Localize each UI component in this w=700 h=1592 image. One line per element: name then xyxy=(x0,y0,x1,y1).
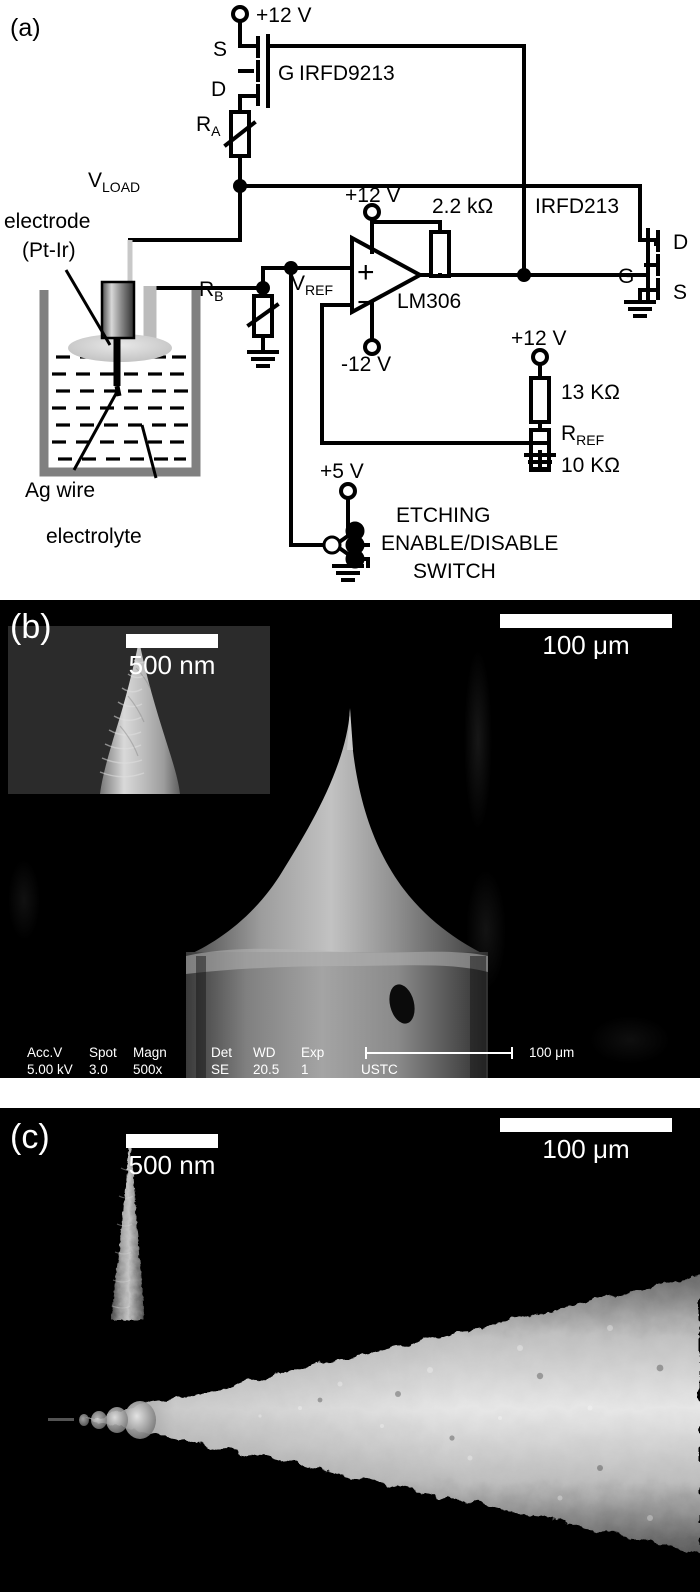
switch-contacts xyxy=(322,521,365,569)
switch-label-line1: ETCHING xyxy=(396,504,491,527)
electrochemical-cell xyxy=(39,240,201,479)
panel-b-main-scalebar-label: 100 μm xyxy=(542,630,630,660)
panel-b-main-scalebar: 100 μm xyxy=(500,614,672,660)
switch-label-line3: SWITCH xyxy=(413,560,496,583)
electrolyte-hatching xyxy=(52,355,188,461)
panel-b-main-scalebar-bar xyxy=(500,614,672,628)
panel-a-letter: (a) xyxy=(10,14,41,42)
panel-c-main-scalebar: 100 μm xyxy=(500,1118,672,1164)
comparator-part-label: LM306 xyxy=(397,290,461,313)
panel-b-inset-high-magnification: 500 nm xyxy=(8,626,270,794)
divider-resistor-label: 13 KΩ xyxy=(561,381,620,404)
pullup-resistor-label: 2.2 kΩ xyxy=(432,195,493,218)
ag-wire-label: Ag wire xyxy=(25,479,95,502)
panel-c-sem-micrograph: 500 nm (c) 100 μm xyxy=(0,1108,700,1592)
pmos-drain-label: D xyxy=(211,78,226,101)
divider-supply-label: +12 V xyxy=(511,327,566,350)
electrode-label-line1: electrode xyxy=(4,210,90,233)
nmos-drain-label: D xyxy=(673,231,688,254)
supply-top-label: +12 V xyxy=(256,4,311,27)
electrolyte-label: electrolyte xyxy=(46,525,142,548)
panel-c-main-scalebar-bar xyxy=(500,1118,672,1132)
nmos-gate-label: G xyxy=(618,265,634,288)
electrode-label-line2: (Pt-Ir) xyxy=(22,239,76,262)
circuit-schematic-svg: (a) +12 V S G D IRFD9213 RA VLOAD RB VRE… xyxy=(4,4,688,583)
ra-label: RA xyxy=(196,113,221,139)
panel-b-inset-image xyxy=(8,626,270,794)
pmos-part-label: IRFD9213 xyxy=(299,62,395,85)
supply-terminals xyxy=(231,5,549,500)
panel-c-speckle xyxy=(258,1325,653,1521)
comparator-minus-sign: − xyxy=(357,286,375,319)
panel-b-inset-scalebar: 500 nm xyxy=(126,634,218,680)
opamp-positive-supply-label: +12 V xyxy=(345,184,400,207)
rb-label: RB xyxy=(199,278,224,304)
schematic-wires xyxy=(128,20,660,582)
pmos-source-label: S xyxy=(213,38,227,61)
pmos-gate-label: G xyxy=(278,62,294,85)
panel-c-inset-scalebar-label: 500 nm xyxy=(128,1150,216,1180)
panel-c-inset-scalebar-bar xyxy=(126,1134,218,1148)
switch-label-line2: ENABLE/DISABLE xyxy=(381,532,558,555)
vload-label: VLOAD xyxy=(88,169,140,195)
nmos-part-label: IRFD213 xyxy=(535,195,619,218)
junction-dots xyxy=(233,179,531,295)
switch-supply-label: +5 V xyxy=(320,460,364,483)
comparator-plus-sign: + xyxy=(357,256,375,289)
nmos-source-label: S xyxy=(673,281,687,304)
panel-c-inset-high-magnification: 500 nm xyxy=(8,1128,270,1328)
panel-c-inset-image xyxy=(8,1128,270,1328)
panel-b-inset-scalebar-bar xyxy=(126,634,218,648)
panel-b-sem-micrograph: 500 nm (b) 100 μm Acc.V Spot Magn Det WD… xyxy=(0,600,700,1078)
rref-label: RREF xyxy=(561,422,604,448)
vref-label: VREF xyxy=(291,272,333,298)
opamp-negative-supply-label: -12 V xyxy=(341,353,391,376)
rref-value-label: 10 KΩ xyxy=(561,454,620,477)
panel-b-inset-scalebar-label: 500 nm xyxy=(128,650,216,680)
panel-a-circuit-schematic: (a) +12 V S G D IRFD9213 RA VLOAD RB VRE… xyxy=(0,0,700,590)
panel-c-inset-scalebar: 500 nm xyxy=(126,1134,218,1180)
panel-c-main-scalebar-label: 100 μm xyxy=(542,1134,630,1164)
